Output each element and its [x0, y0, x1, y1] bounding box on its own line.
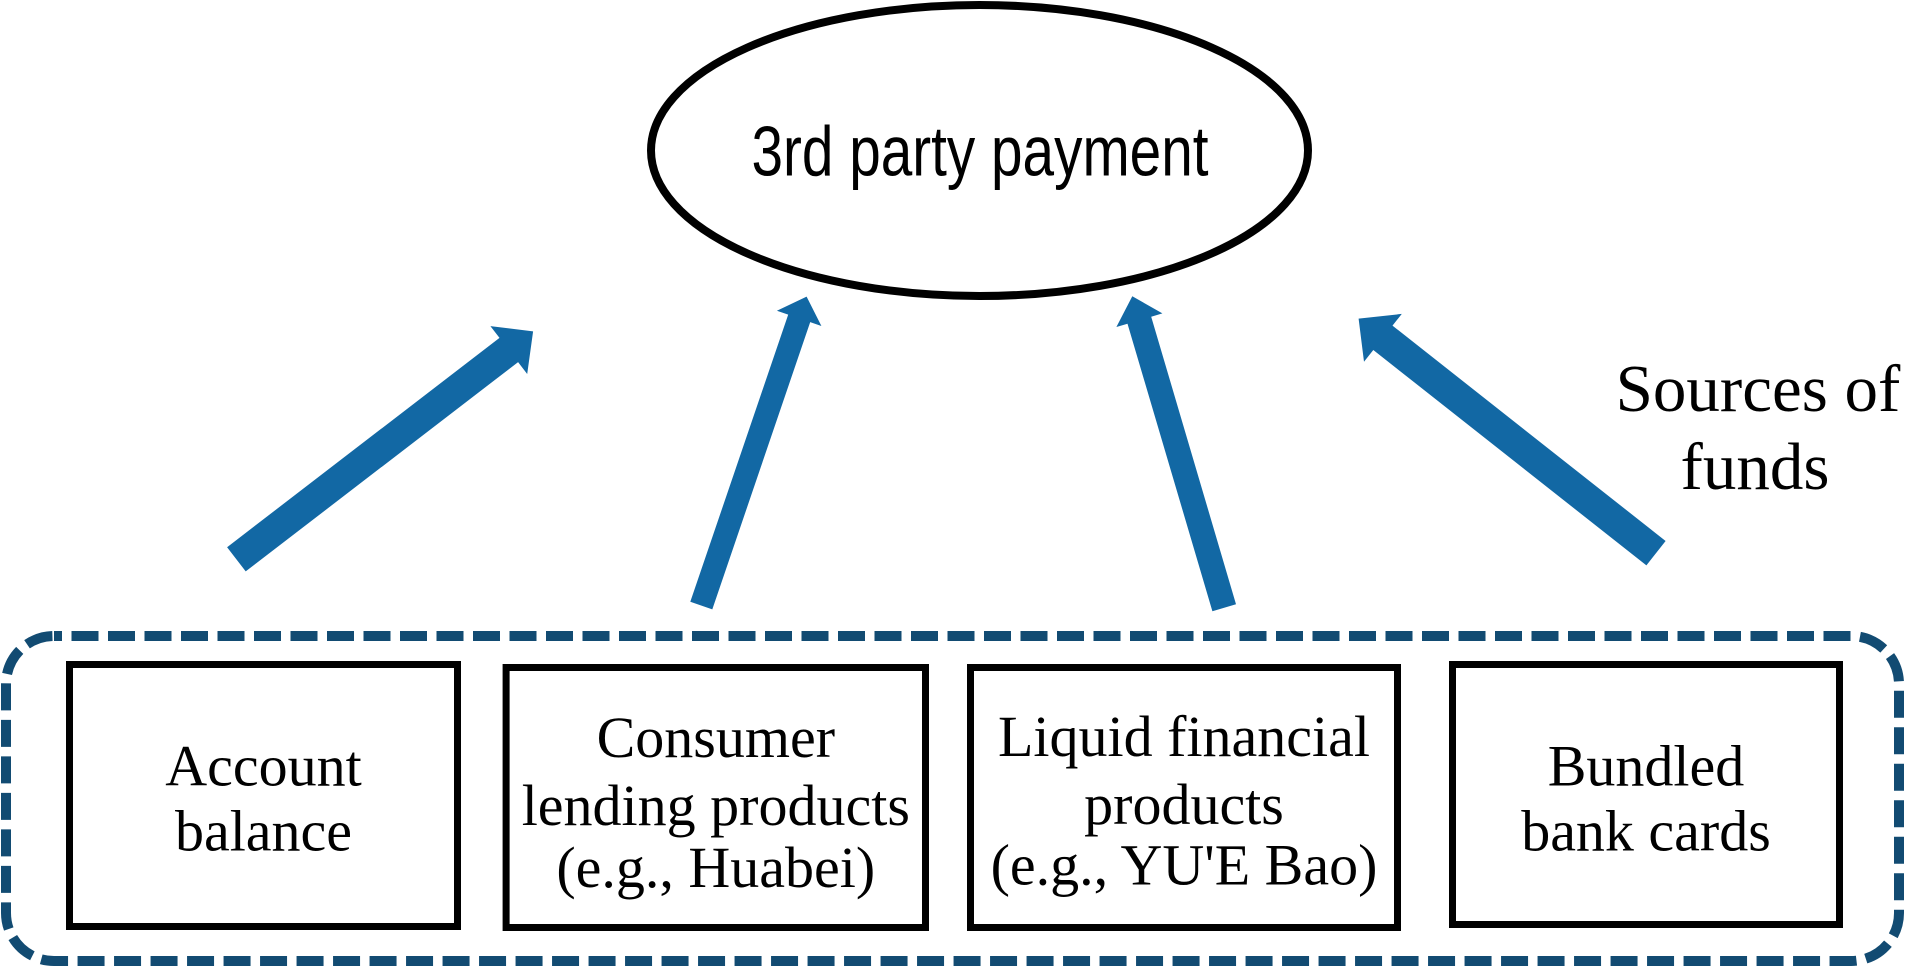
- svg-text:Account: Account: [165, 734, 362, 799]
- svg-text:balance: balance: [175, 799, 352, 864]
- svg-text:Liquid financial: Liquid financial: [998, 704, 1370, 769]
- svg-text:bank cards: bank cards: [1521, 799, 1771, 864]
- svg-text:funds: funds: [1681, 430, 1830, 504]
- svg-text:(e.g., YU'E Bao): (e.g., YU'E Bao): [991, 833, 1378, 898]
- svg-text:Bundled: Bundled: [1548, 734, 1745, 799]
- svg-text:lending products: lending products: [522, 773, 910, 838]
- svg-text:(e.g., Huabei): (e.g., Huabei): [556, 835, 875, 900]
- svg-text:products: products: [1084, 772, 1284, 837]
- svg-text:3rd party payment: 3rd party payment: [752, 111, 1209, 190]
- svg-text:Consumer: Consumer: [597, 705, 835, 770]
- svg-text:Sources of: Sources of: [1616, 352, 1901, 426]
